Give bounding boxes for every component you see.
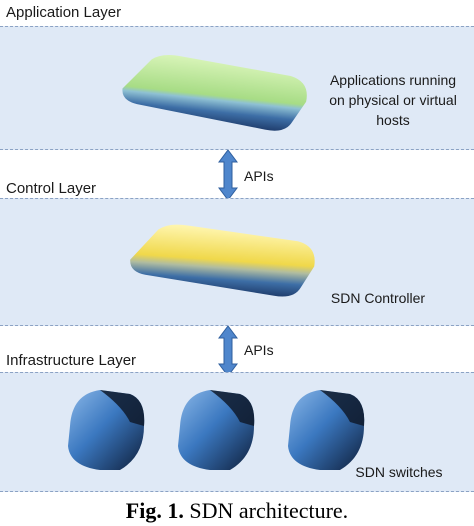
application-layer-label: Application Layer <box>6 4 122 21</box>
figure-caption-text: SDN architecture. <box>189 498 349 523</box>
infrastructure-layer-label: Infrastructure Layer <box>6 352 137 369</box>
applications-label: Applications running on physical or virt… <box>318 70 468 130</box>
lower-apis-label: APIs <box>244 342 274 358</box>
switch-shape-1 <box>68 390 145 470</box>
switch-shape-2 <box>178 390 255 470</box>
controller-node-shape <box>130 224 315 297</box>
switch-shape-3 <box>288 390 365 470</box>
controller-label: SDN Controller <box>330 290 426 306</box>
control-layer-label: Control Layer <box>6 180 97 197</box>
figure-number: Fig. 1. <box>125 498 184 523</box>
switches-label: SDN switches <box>355 464 443 480</box>
applications-label-line-1: Applications running <box>329 72 457 88</box>
figure-caption: Fig. 1. SDN architecture. <box>0 498 474 524</box>
lower-double-arrow <box>218 326 238 376</box>
applications-label-line-2: on physical or virtual <box>329 92 457 108</box>
upper-apis-label: APIs <box>244 168 274 184</box>
upper-double-arrow <box>218 150 238 200</box>
applications-label-line-3: hosts <box>376 112 410 128</box>
applications-node-shape <box>122 55 307 131</box>
